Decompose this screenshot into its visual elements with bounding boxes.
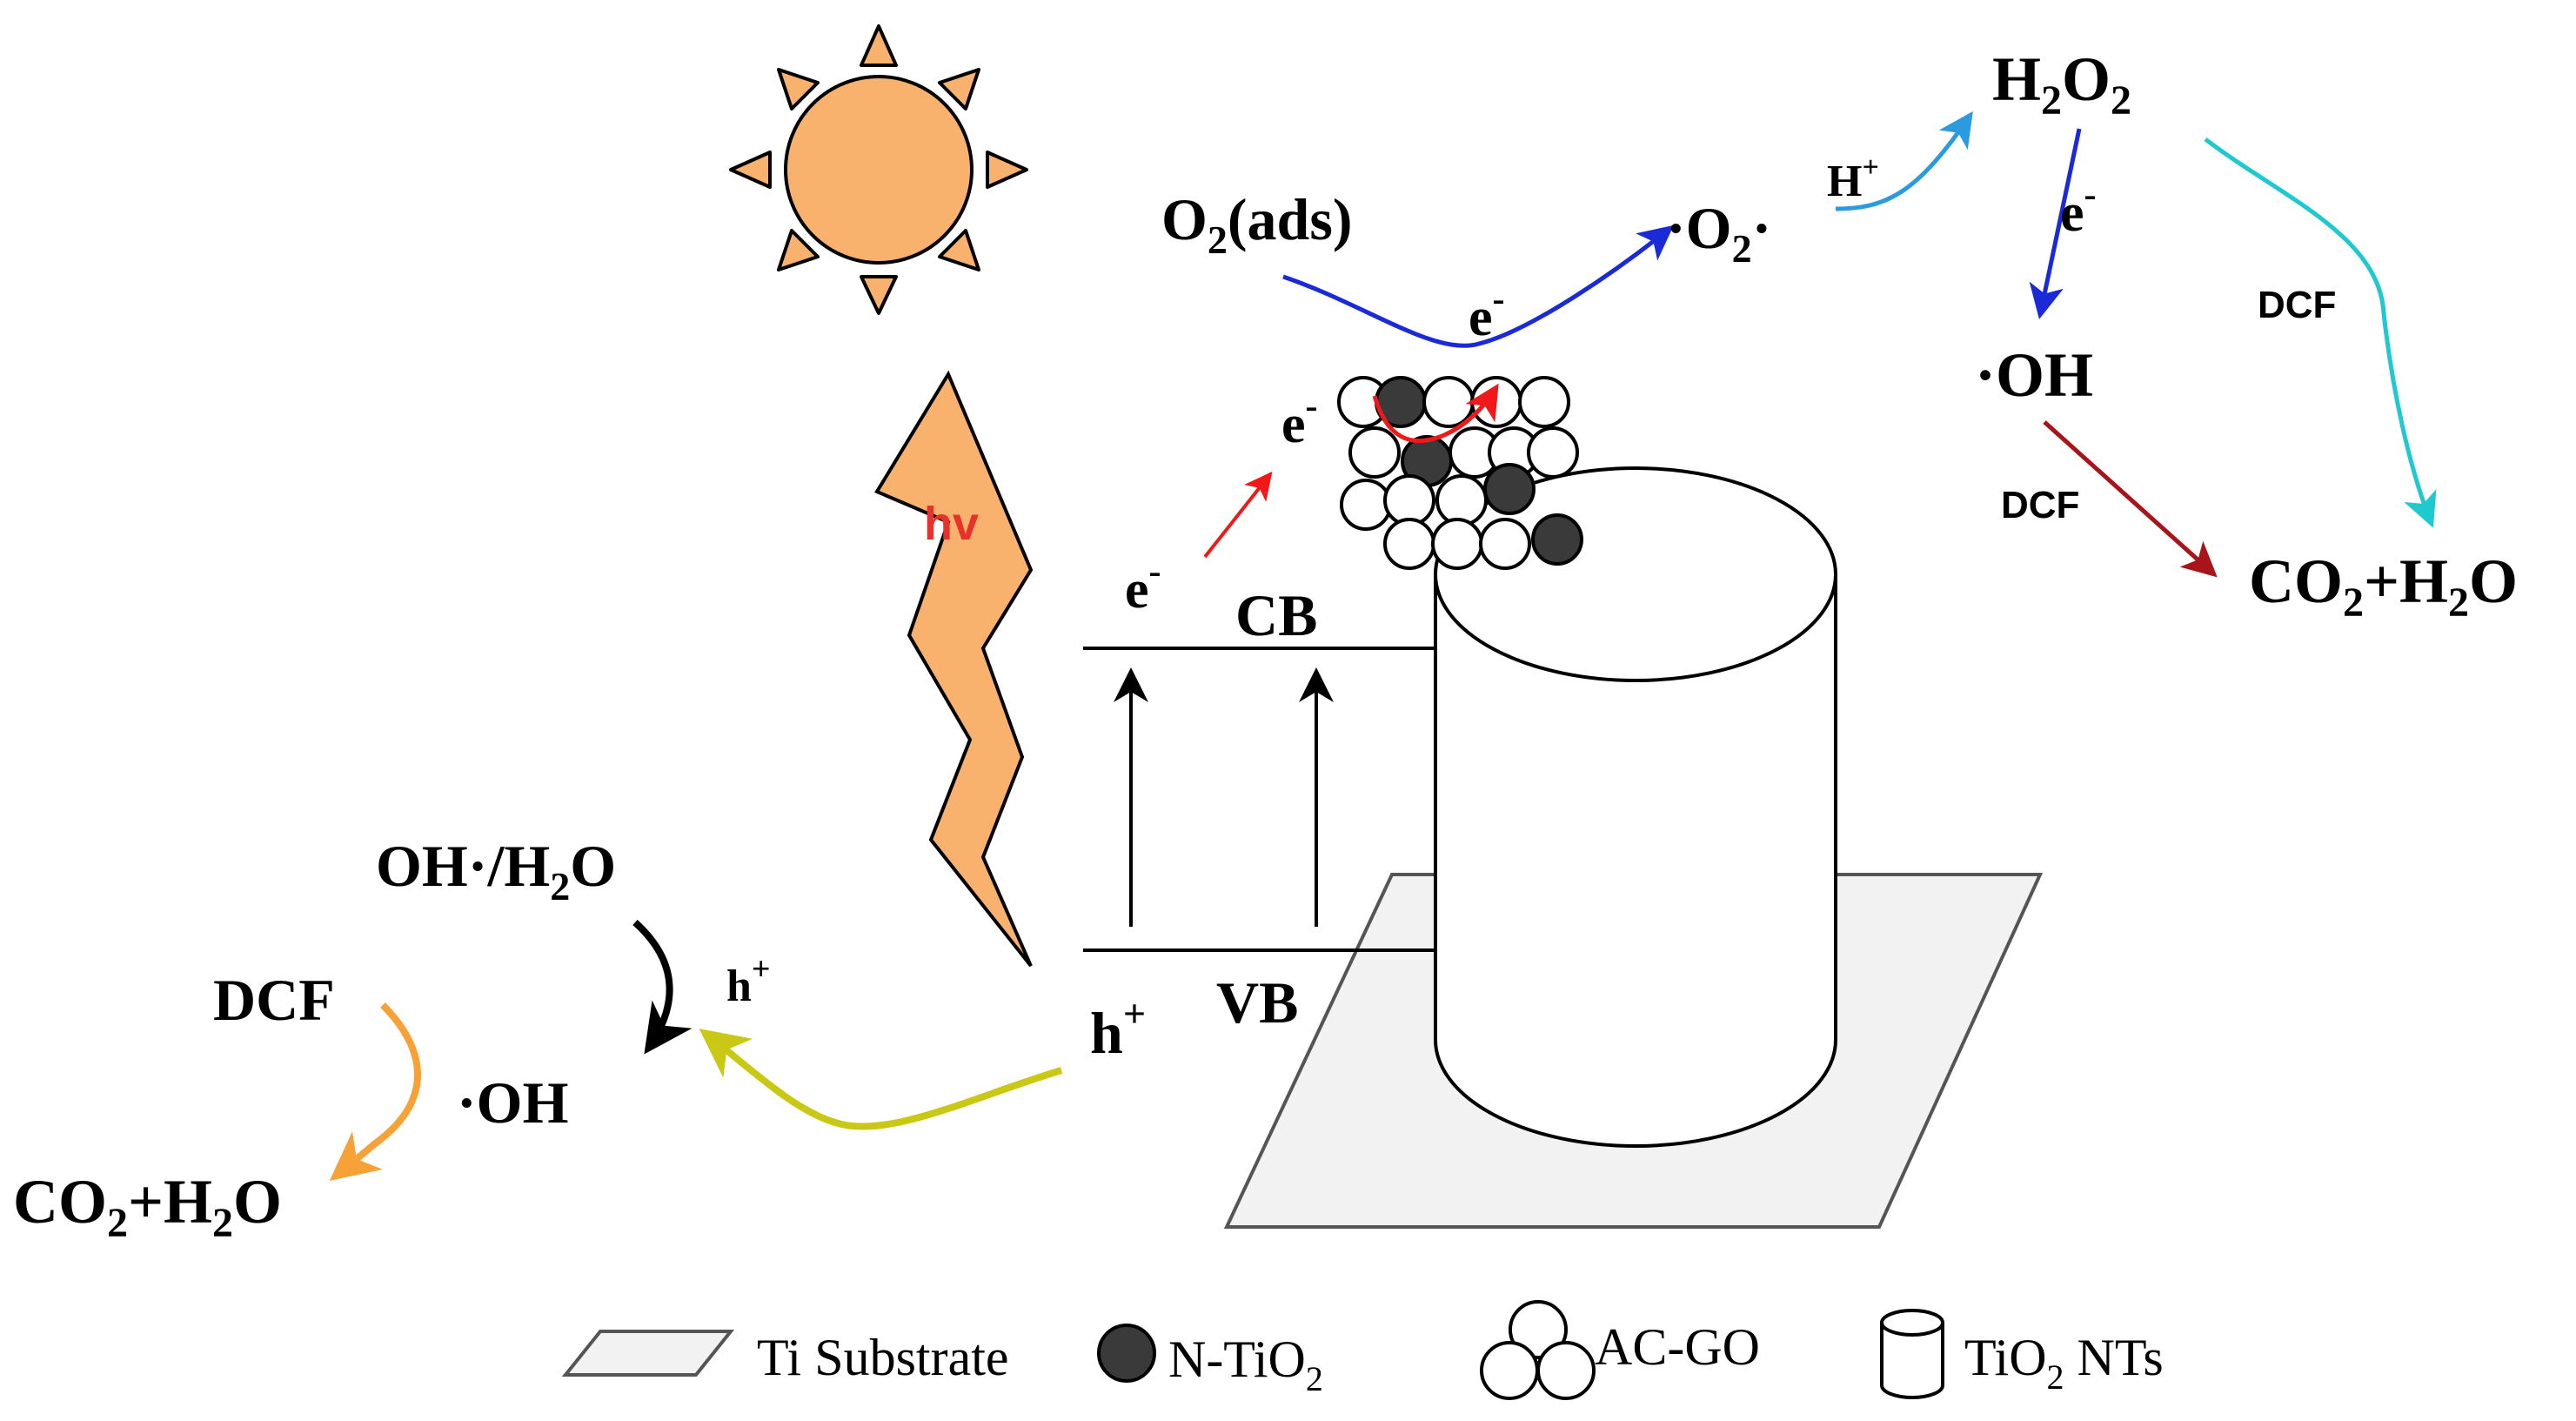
dcf-right-b-label: DCF: [2001, 484, 2079, 526]
legend-ti-substrate: Ti Substrate: [757, 1329, 1009, 1386]
legend-ac-go-icon: [1480, 1300, 1596, 1400]
co2-h2o-left-label: CO2+H2O: [13, 1167, 282, 1246]
particle-cluster: [1337, 376, 1583, 570]
hv-label: hv: [924, 498, 979, 550]
h2o2-to-co2-arrow: [2204, 137, 2437, 528]
legend-substrate-icon: [561, 1330, 735, 1377]
h-plus-top-label: H+: [1827, 151, 1879, 206]
hole-transfer-arrow: [699, 1029, 1063, 1130]
cb-to-cluster-arrow: [1203, 471, 1273, 559]
h-plus-vb-label: h+: [1090, 991, 1146, 1066]
oh-formation-arrow: [632, 920, 693, 1055]
dcf-right-a-label: DCF: [2258, 284, 2336, 326]
sun-icon: [729, 24, 1028, 315]
h2o2-to-oh-arrow: [2029, 128, 2082, 319]
oh-left-label: ·OH: [457, 1069, 568, 1136]
dcf-degradation-arrow: [329, 1002, 421, 1181]
h-plus-small-label: h+: [726, 951, 771, 1011]
o2-reduction-arrow: [1282, 225, 1674, 348]
legend: Ti Substrate N-TiO2 AC-GO TiO2 NTs: [561, 1300, 2164, 1400]
oh-right-label: ·OH: [1975, 340, 2093, 410]
vb-label: VB: [1216, 969, 1298, 1036]
h-plus-arrow: [1835, 111, 1973, 211]
oh-to-co2-arrow: [2043, 420, 2218, 578]
legend-tio2-nts-icon: [1880, 1309, 1944, 1399]
co2-h2o-right-label: CO2+H2O: [2249, 546, 2518, 626]
electron-transfer-arrow: [1372, 383, 1499, 444]
dcf-left-label: DCF: [213, 967, 335, 1033]
lightning-bolt-icon: [874, 370, 1034, 968]
cb-label: CB: [1235, 582, 1317, 648]
h2o2-label: H2O2: [1992, 44, 2131, 124]
e-minus-h2o2-label: e-: [2060, 175, 2097, 243]
legend-n-tio2-icon: [1097, 1324, 1156, 1383]
e-minus-cluster-label: e-: [1281, 386, 1318, 454]
superoxide-label: ·O2·: [1666, 195, 1771, 271]
legend-n-tio2: N-TiO2: [1168, 1331, 1323, 1398]
e-minus-cb-label: e-: [1125, 552, 1161, 620]
o2-ads-label: O2(ads): [1161, 186, 1352, 262]
legend-ac-go: AC-GO: [1595, 1318, 1760, 1376]
oh-h2o-label: OH·/H2O: [376, 833, 616, 908]
legend-tio2-nts: TiO2 NTs: [1964, 1329, 2164, 1397]
tio2-nanotube: [1434, 466, 1837, 1148]
